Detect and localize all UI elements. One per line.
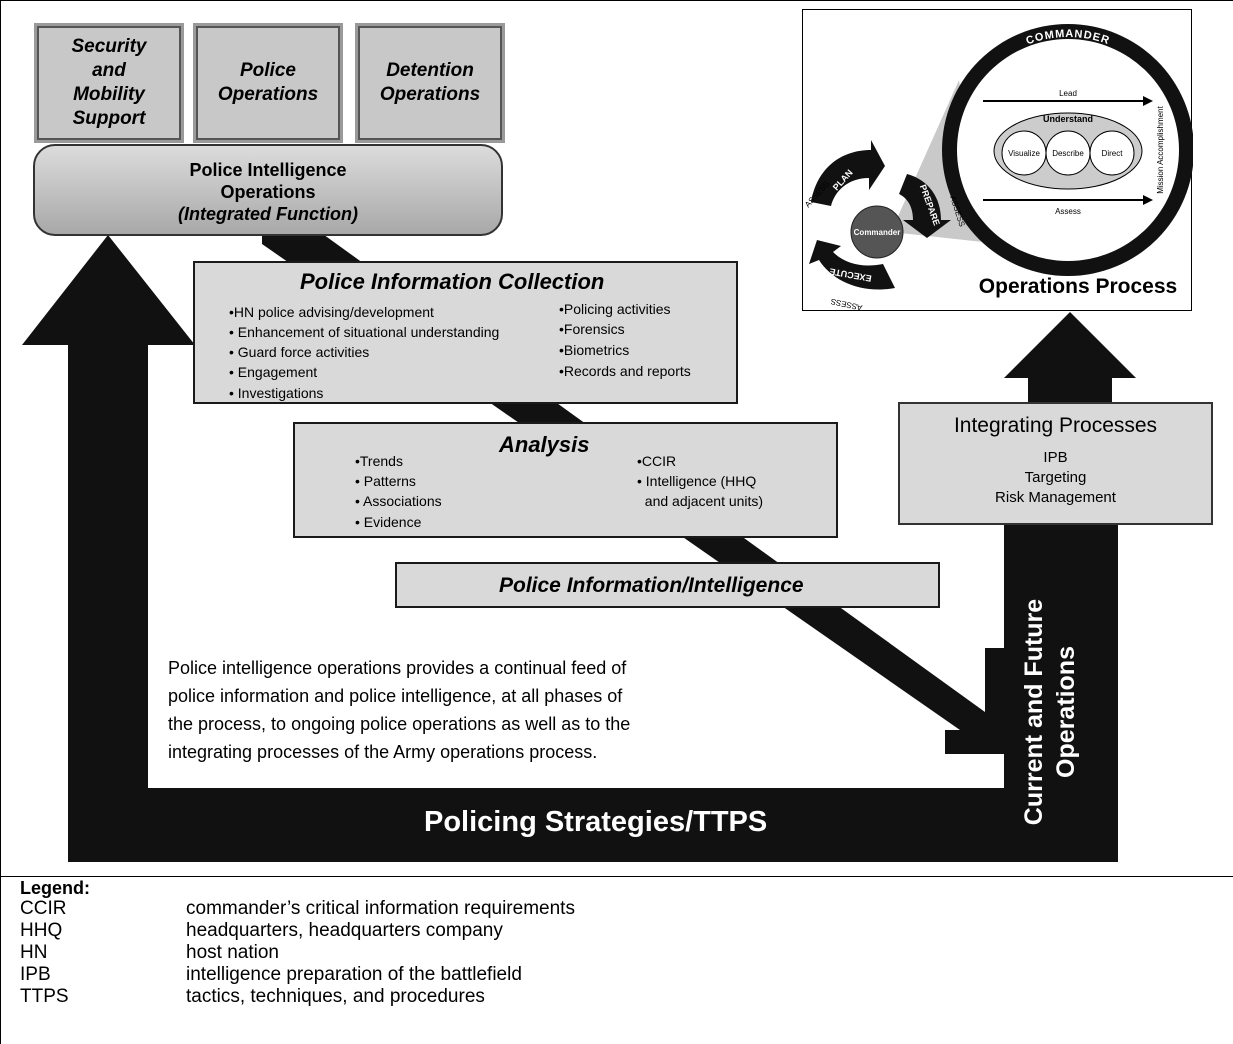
analysis-box: Analysis •Trends • Patterns • Associatio… — [293, 422, 838, 538]
legend-divider — [0, 876, 1233, 877]
security-mobility-box: Security and Mobility Support — [34, 23, 184, 143]
vertical-line2: Operations — [1052, 646, 1080, 778]
pio-line2: Operations — [220, 182, 316, 202]
collection-item: •HN police advising/development — [229, 304, 434, 320]
collection-item: • Engagement — [229, 364, 318, 380]
direct-label: Direct — [1102, 149, 1124, 158]
direct-circle — [1089, 130, 1135, 176]
security-mobility-label: Security and Mobility Support — [71, 36, 147, 129]
police-intelligence-diagram: Security and Mobility Support Police Ope… — [22, 9, 1213, 862]
legend-definition: headquarters, headquarters company — [186, 920, 503, 941]
collection-title: Police Information Collection — [300, 269, 605, 294]
paragraph-line: the process, to ongoing police operation… — [168, 714, 631, 734]
information-intelligence-title: Police Information/Intelligence — [499, 574, 804, 597]
analysis-item: • Patterns — [355, 473, 416, 489]
prepare-arrow — [899, 174, 951, 238]
legend-term: TTPS — [20, 986, 69, 1007]
legend-heading: Legend: — [20, 878, 90, 898]
police-operations-label: Police Operations — [217, 60, 319, 105]
execute-arrow — [809, 240, 895, 290]
commander-circle-label: Commander — [854, 228, 901, 237]
information-intelligence-box: Police Information/Intelligence — [395, 562, 940, 608]
analysis-item: • Intelligence (HHQ — [637, 473, 757, 489]
integrating-item: Risk Management — [995, 489, 1116, 506]
assess-label-3: ASSESS — [830, 297, 863, 312]
collection-box: Police Information Collection •HN police… — [193, 261, 738, 404]
legend-term: HHQ — [20, 920, 63, 941]
lead-arrowhead — [1143, 96, 1153, 106]
paragraph-line: police information and police intelligen… — [168, 686, 623, 706]
description-paragraph: Police intelligence operations provides … — [168, 654, 748, 766]
collection-item: • Enhancement of situational understandi… — [229, 324, 500, 340]
legend-term: CCIR — [20, 898, 67, 919]
plan-arrow — [811, 140, 885, 206]
policing-strategies-arrow — [22, 235, 1161, 862]
arrow-to-operations-process — [1004, 312, 1136, 402]
analysis-title: Analysis — [499, 432, 590, 457]
analysis-item: and adjacent units) — [637, 493, 764, 509]
pio-line1: Police Intelligence — [189, 160, 347, 180]
police-operations-box: Police Operations — [193, 23, 343, 143]
police-intelligence-operations-box: Police Intelligence Operations (Integrat… — [33, 144, 503, 236]
detention-operations-label: Detention Operations — [379, 60, 481, 105]
assess-inner-label: Assess — [1055, 207, 1081, 216]
collection-item: • Investigations — [229, 385, 324, 401]
legend-term: HN — [20, 942, 48, 963]
integrating-processes-box: Integrating Processes IPB Targeting Risk… — [898, 402, 1213, 525]
paragraph-line: integrating processes of the Army operat… — [168, 742, 598, 762]
legend-definition: host nation — [186, 942, 279, 963]
legend-term: IPB — [20, 964, 51, 985]
pio-line3: (Integrated Function) — [178, 204, 358, 224]
mission-label: Mission Accomplishment — [1156, 105, 1165, 193]
analysis-item: • Evidence — [355, 514, 422, 530]
legend-definition: commander’s critical information require… — [186, 898, 575, 919]
integrating-item: IPB — [1043, 449, 1068, 466]
analysis-item: •Trends — [355, 453, 403, 469]
visualize-label: Visualize — [1008, 149, 1040, 158]
understand-label: Understand — [1043, 114, 1093, 124]
vertical-line1: Current and Future — [1020, 598, 1048, 826]
collection-item: •Records and reports — [559, 363, 691, 379]
operations-process-title: Operations Process — [979, 275, 1177, 298]
collection-item: •Policing activities — [559, 301, 671, 317]
integrating-item: Targeting — [1024, 469, 1087, 486]
legend-definition: tactics, techniques, and procedures — [186, 986, 485, 1007]
operations-process-svg: COMMANDER ACTIVITIES Lead Understand Vis… — [803, 24, 1193, 312]
collection-item: •Forensics — [559, 321, 625, 337]
analysis-item: • Associations — [355, 493, 442, 509]
legend-definition: intelligence preparation of the battlefi… — [186, 964, 522, 985]
ring-bottom-label: ACTIVITIES — [1032, 239, 1103, 257]
lead-label: Lead — [1059, 89, 1077, 98]
analysis-item: •CCIR — [637, 453, 677, 469]
operations-process-inset: COMMANDER ACTIVITIES Lead Understand Vis… — [802, 9, 1193, 312]
assess-arrowhead — [1143, 195, 1153, 205]
describe-label: Describe — [1052, 149, 1084, 158]
commander-circle — [850, 205, 904, 259]
integrating-title: Integrating Processes — [953, 414, 1158, 437]
current-future-operations-label: Current and Future Operations — [1018, 577, 1082, 847]
policing-strategies-label: Policing Strategies/TTPS — [424, 806, 768, 838]
collection-item: •Biometrics — [559, 342, 630, 358]
paragraph-line: Police intelligence operations provides … — [168, 658, 627, 678]
detention-operations-box: Detention Operations — [355, 23, 505, 143]
collection-item: • Guard force activities — [229, 344, 370, 360]
